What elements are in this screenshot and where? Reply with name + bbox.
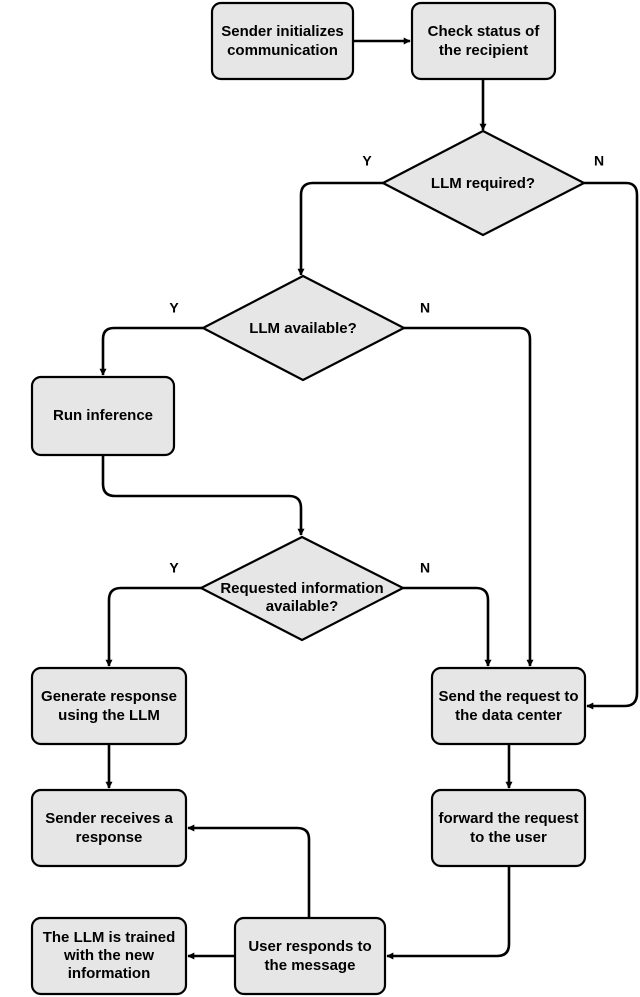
node-sender-receives: Sender receives a response: [30, 788, 188, 868]
label-requested-yes: Y: [169, 560, 179, 576]
nodes: Sender initializes communication Check s…: [30, 1, 587, 996]
node-generate-response: Generate response using the LLM: [30, 666, 188, 746]
node-label-line: Generate response: [41, 688, 177, 705]
node-label-line: Check status of: [428, 23, 541, 40]
node-label-line: The LLM is trained: [43, 929, 176, 946]
decision-llm-required: LLM required?: [380, 129, 587, 237]
node-label-line: the data center: [455, 707, 562, 724]
edge-requested-yes: [105, 586, 201, 667]
edge-labels: Y N Y N Y N: [169, 153, 604, 576]
node-forward-request: forward the request to the user: [430, 788, 587, 868]
node-label-line: with the new: [63, 947, 154, 964]
node-label-line: LLM available?: [249, 320, 357, 337]
edges: [99, 37, 639, 960]
node-label-line: response: [76, 829, 143, 846]
label-llm-required-no: N: [594, 153, 604, 169]
edge-user-responds-to-receives: [187, 824, 311, 917]
edge-inference-to-requested: [101, 455, 305, 536]
node-label-line: Sender initializes: [221, 23, 344, 40]
label-llm-available-no: N: [420, 300, 430, 316]
node-label-line: using the LLM: [58, 707, 160, 724]
node-label-line: to the user: [470, 829, 547, 846]
node-llm-trained: The LLM is trained with the new informat…: [30, 916, 188, 996]
node-label-line: the recipient: [439, 42, 528, 59]
label-llm-required-yes: Y: [362, 153, 372, 169]
node-label-line: Send the request to: [438, 688, 578, 705]
node-label-line: Run inference: [53, 407, 153, 424]
node-label-line: Requested information: [220, 580, 383, 597]
node-sender-initializes: Sender initializes communication: [210, 1, 355, 81]
node-check-status: Check status of the recipient: [410, 1, 557, 81]
decision-llm-available: LLM available?: [200, 274, 407, 382]
node-user-responds: User responds to the message: [233, 916, 387, 996]
decision-requested-information: Requested information available?: [198, 535, 406, 642]
node-label-line: LLM required?: [431, 175, 535, 192]
node-run-inference: Run inference: [30, 375, 176, 457]
edge-requested-no: [403, 586, 492, 667]
node-send-request: Send the request to the data center: [430, 666, 587, 746]
edge-llm-required-no: [584, 181, 639, 710]
edge-forward-to-user-responds: [386, 866, 511, 960]
edge-llm-required-yes: [297, 181, 383, 276]
node-label-line: available?: [266, 598, 339, 615]
node-label-line: forward the request: [438, 810, 578, 827]
edge-llm-available-yes: [99, 326, 203, 376]
node-label-line: User responds to: [248, 938, 371, 955]
label-requested-no: N: [420, 560, 430, 576]
edge-llm-available-no: [404, 326, 534, 667]
node-label-line: Sender receives a: [45, 810, 173, 827]
label-llm-available-yes: Y: [169, 300, 179, 316]
node-label-line: information: [68, 965, 151, 982]
node-label-line: communication: [227, 42, 338, 59]
node-label-line: the message: [265, 957, 356, 974]
